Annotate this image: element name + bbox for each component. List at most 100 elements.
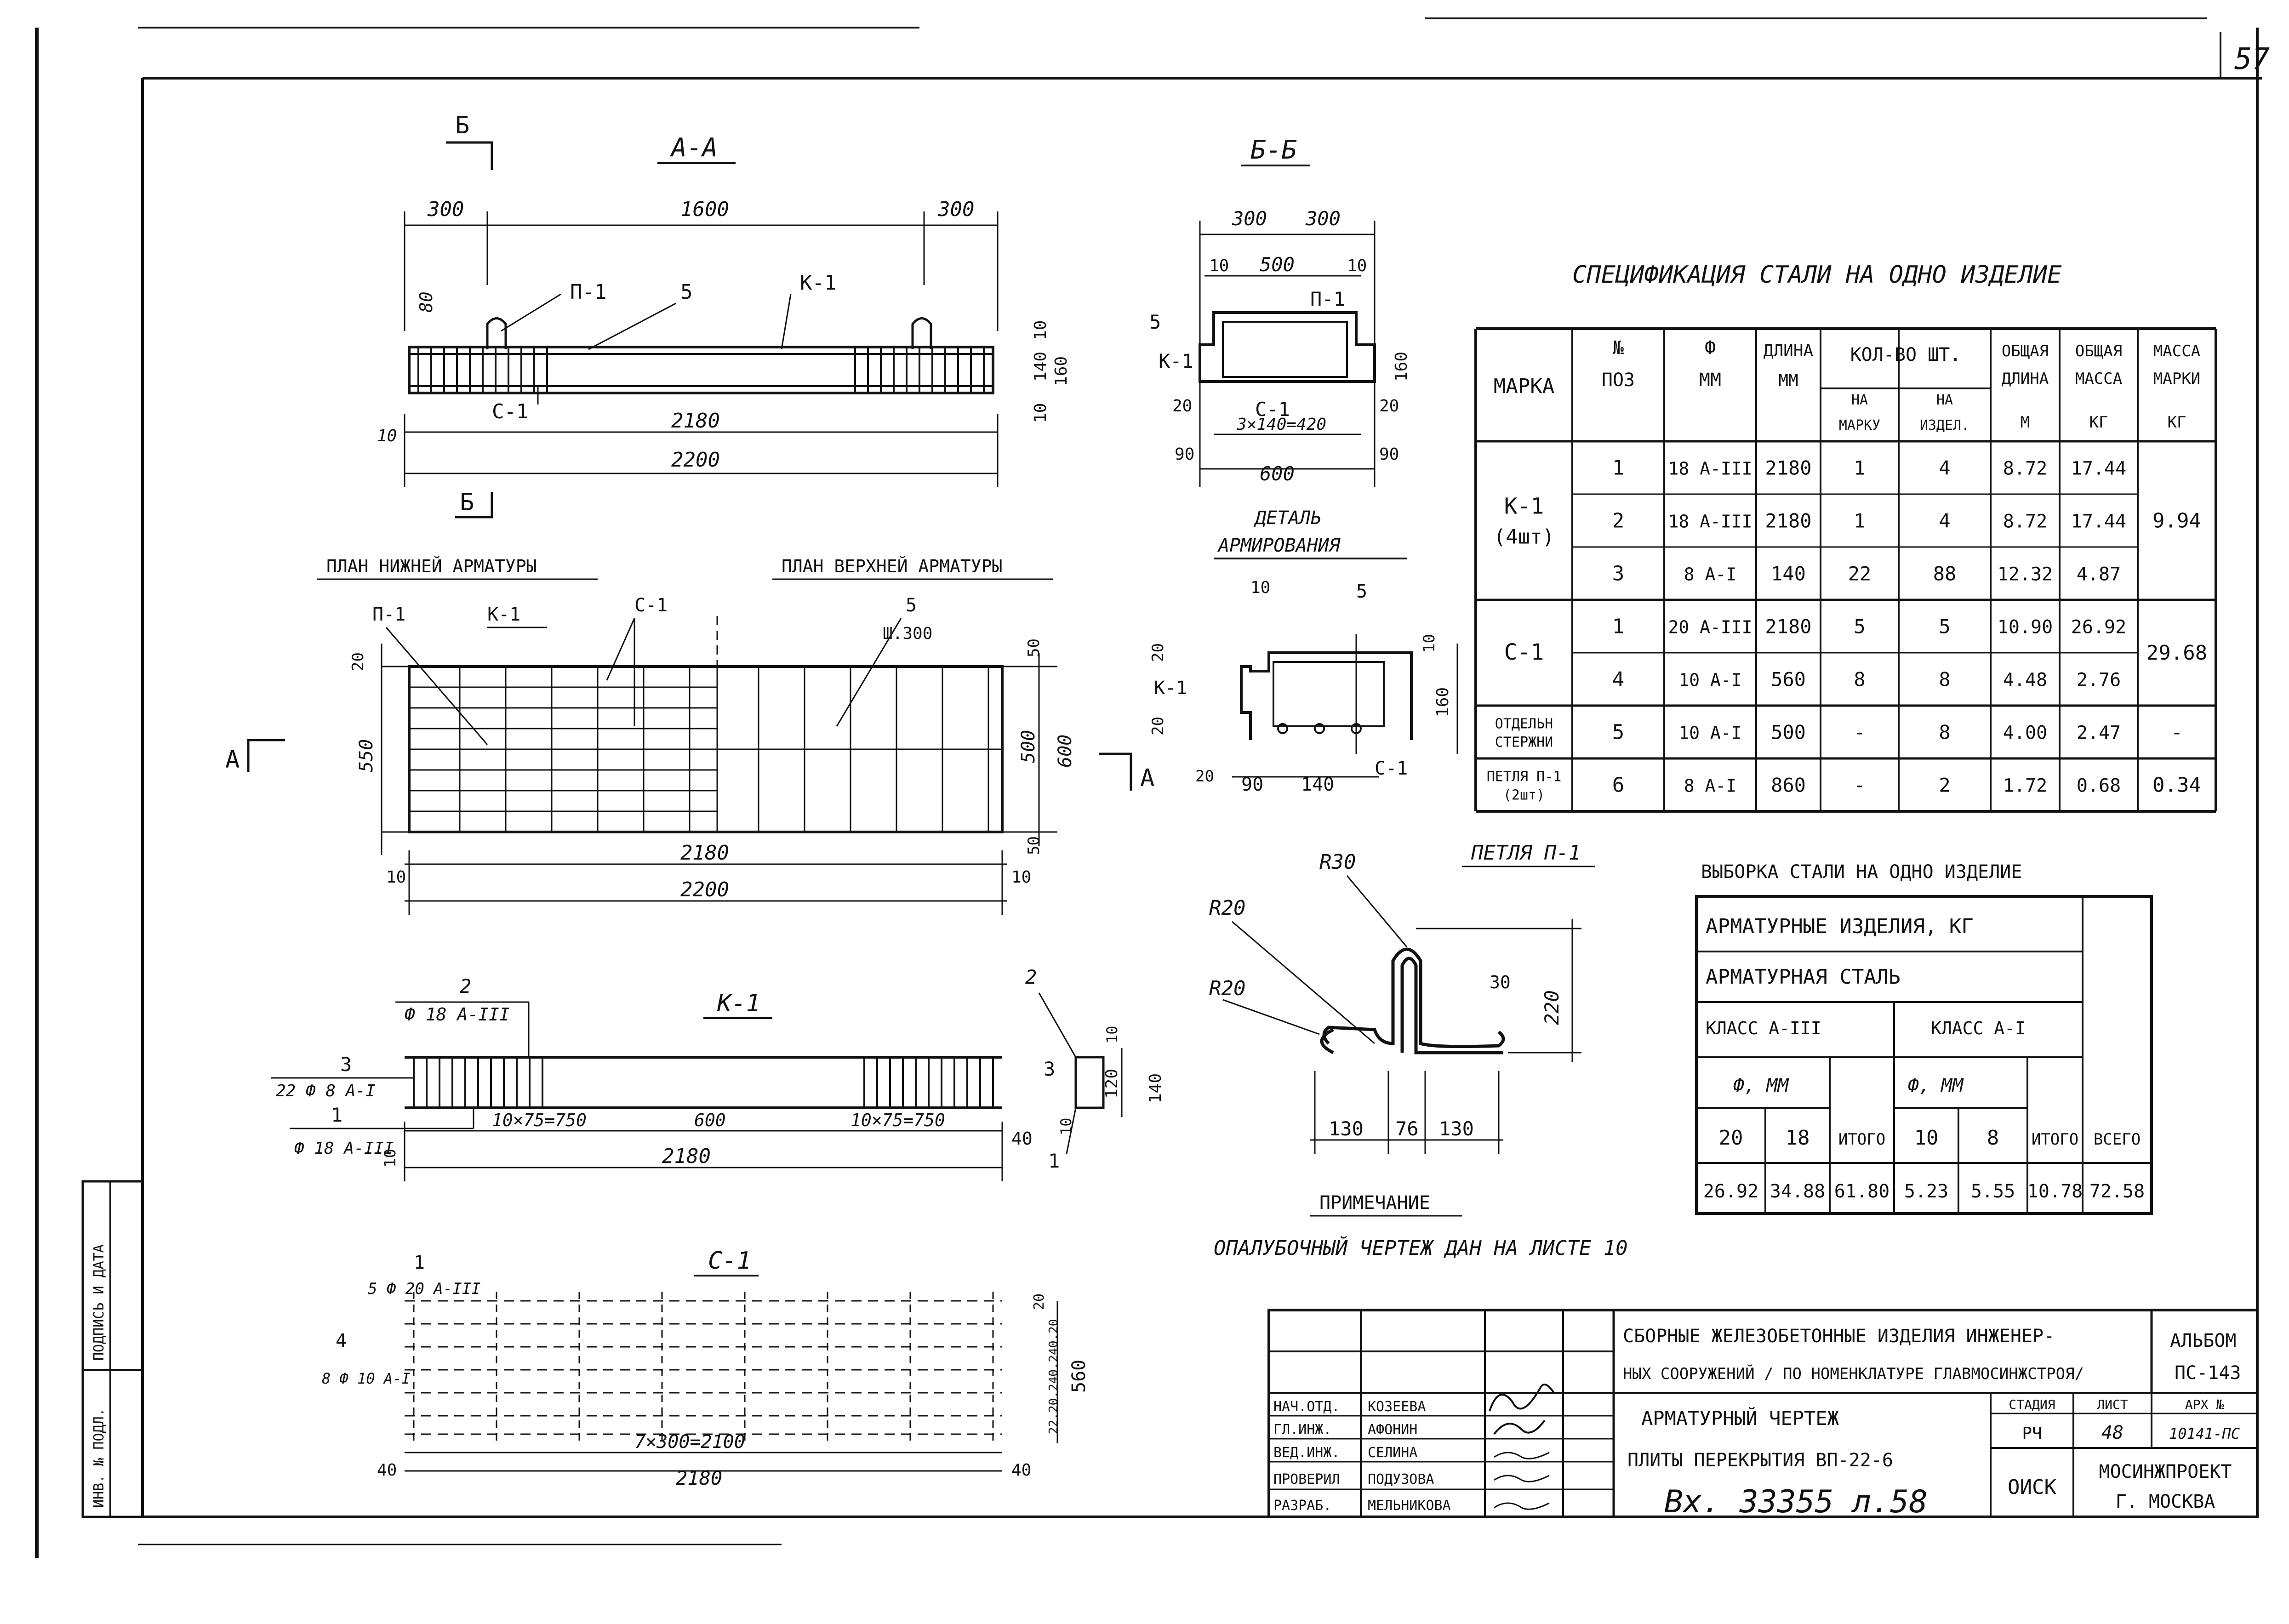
k1-pos2-label: Ф 18 А-III <box>405 1004 510 1025</box>
tb-role: ГЛ.ИНЖ. <box>1273 1422 1331 1438</box>
tb-arch-header: АРХ № <box>2185 1397 2224 1412</box>
k1-dim-140: 140 <box>1146 1073 1165 1103</box>
spec-h-per-mark: МАРКУ <box>1839 417 1880 433</box>
selection-h-10: 10 <box>1914 1126 1939 1150</box>
spec-cell-mark: ОТДЕЛЬН <box>1495 716 1553 732</box>
plan-dim-550: 550 <box>356 739 377 772</box>
selection-itogo-1: ИТОГО <box>1838 1130 1885 1149</box>
spec-cell-mass: 4.87 <box>2077 564 2121 585</box>
k1-side-pos1: 1 <box>1048 1150 1060 1172</box>
plan-label-step: Ш.300 <box>883 624 932 643</box>
tb-album-1: АЛЬБОМ <box>2170 1330 2237 1351</box>
selection-table <box>1695 895 2153 1215</box>
bb-dim-300-right: 300 <box>1305 207 1341 230</box>
spec-cell-total-length: 8.72 <box>2003 458 2047 479</box>
c1-dim-2180: 2180 <box>676 1467 722 1489</box>
detail-drawing <box>1232 634 1458 778</box>
spec-cell-pos: 3 <box>1612 562 1625 586</box>
spec-cell-mass: 2.76 <box>2077 670 2121 691</box>
tb-role: ПРОВЕРИЛ <box>1273 1471 1340 1487</box>
selection-v-10: 5.23 <box>1904 1181 1948 1202</box>
spec-h-total-length: ОБЩАЯ <box>2002 342 2049 360</box>
aa-label-p1: П-1 <box>570 280 606 304</box>
spec-cell-pos: 2 <box>1612 509 1625 533</box>
plan-dim-2180: 2180 <box>680 841 729 865</box>
spec-cell-per-item: 2 <box>1939 774 1950 797</box>
detail-dim-20b: 20 <box>1149 717 1167 735</box>
tb-stage-header: СТАДИЯ <box>2009 1397 2055 1412</box>
tb-role: ВЕД.ИНЖ. <box>1273 1445 1340 1461</box>
spec-cell-mark-mass: 0.34 <box>2152 774 2201 797</box>
selection-h-20: 20 <box>1719 1126 1743 1150</box>
note-title: ПРИМЕЧАНИЕ <box>1319 1192 1430 1214</box>
spec-cell-pos: 6 <box>1612 774 1625 797</box>
spec-cell-mark-mass: - <box>2171 721 2183 744</box>
plan-bottom-title: ПЛАН НИЖНЕЙ АРМАТУРЫ <box>326 556 537 576</box>
spec-cell-mark-mass: 29.68 <box>2146 641 2207 665</box>
signatures <box>1489 1384 1555 1510</box>
spec-h-total-length: М <box>2021 413 2030 432</box>
spec-h-pos: № <box>1613 337 1624 359</box>
spec-cell-length: 860 <box>1771 774 1806 797</box>
spec-cell-length: 2180 <box>1765 615 1811 638</box>
tb-drawing-2: ПЛИТЫ ПЕРЕКРЫТИЯ ВП-22-6 <box>1627 1450 1893 1471</box>
spec-cell-mass: 17.44 <box>2071 458 2126 479</box>
tb-role-name: АФОНИН <box>1368 1422 1417 1438</box>
spec-cell-total-length: 12.32 <box>1998 564 2053 585</box>
loop-dim-220: 220 <box>1541 990 1563 1025</box>
c1-drawing <box>405 1292 1058 1472</box>
selection-v-itogo1: 61.80 <box>1834 1181 1889 1202</box>
bb-dim-600: 600 <box>1260 462 1295 485</box>
c1-dim-2100: 7×300=2100 <box>634 1431 745 1453</box>
bb-label-5: 5 <box>1149 311 1161 333</box>
aa-dim-2200: 2200 <box>671 448 720 472</box>
aa-dim-300-left: 300 <box>427 198 464 221</box>
spec-h-length: ДЛИНА <box>1764 342 1814 360</box>
k1-stirrups <box>413 1057 994 1108</box>
spec-cell-mark: (2шт) <box>1503 787 1545 803</box>
spec-h-qty: КОЛ-ВО ШТ. <box>1850 344 1961 365</box>
spec-cell-mass: 17.44 <box>2071 511 2126 532</box>
bb-dim-20-left: 20 <box>1172 397 1192 416</box>
detail-label-k1: К-1 <box>1154 678 1187 699</box>
spec-h-diam: Ф <box>1705 337 1716 359</box>
spec-cell-pos: 1 <box>1612 456 1625 480</box>
spec-cell-total-length: 1.72 <box>2003 775 2047 797</box>
bb-dim-300-left: 300 <box>1232 207 1267 230</box>
k1-pos3-num: 3 <box>340 1053 352 1076</box>
c1-dim-20: 20 <box>1031 1294 1047 1310</box>
spec-h-length: ММ <box>1778 371 1798 390</box>
aa-dim-1600: 1600 <box>680 198 729 221</box>
bb-dim-20-right: 20 <box>1379 397 1399 416</box>
k1-dim-750-right: 10×75=750 <box>851 1110 945 1130</box>
bb-dim-10-left: 10 <box>1209 256 1229 275</box>
plan-drawing <box>381 616 1057 915</box>
k1-dim-2180: 2180 <box>662 1145 711 1168</box>
detail-title-1: ДЕТАЛЬ <box>1254 507 1322 529</box>
tb-stage: РЧ <box>2022 1424 2042 1443</box>
spec-cell-per-item: 88 <box>1933 563 1957 585</box>
spec-cell-per-item: 5 <box>1939 615 1950 638</box>
selection-v-itogo2: 10.78 <box>2027 1181 2083 1202</box>
c1-dim-560: 560 <box>1068 1360 1090 1393</box>
tb-album-2: ПС-143 <box>2175 1362 2241 1384</box>
spec-cell-per-item: 8 <box>1939 668 1950 691</box>
spec-h-diam: ММ <box>1699 370 1721 391</box>
spec-h-mark-mass: КГ <box>2168 413 2186 432</box>
side-stamp-sign: ПОДПИСЬ И ДАТА <box>91 1244 107 1361</box>
spec-h-mark-mass: МАССА <box>2153 342 2200 360</box>
plan-dim-50-bottom: 50 <box>1025 836 1043 855</box>
detail-dim-160: 160 <box>1433 687 1452 717</box>
spec-h-total-mass: МАССА <box>2075 370 2122 388</box>
spec-cell-per-mark: 1 <box>1854 510 1865 532</box>
detail-dim-10: 10 <box>1250 578 1270 597</box>
spec-cell-pos: 1 <box>1612 615 1625 638</box>
spec-cell-mass: 0.68 <box>2077 775 2121 797</box>
spec-h-mark-mass: МАРКИ <box>2153 370 2200 388</box>
title-block-roles: НАЧ.ОТД.КОЗЕЕВАГЛ.ИНЖ.АФОНИНВЕД.ИНЖ.СЕЛИ… <box>1273 1399 1451 1514</box>
plan-dim-20: 20 <box>349 652 367 671</box>
note-text: ОПАЛУБОЧНЫЙ ЧЕРТЕЖ ДАН НА ЛИСТЕ 10 <box>1214 1236 1628 1260</box>
spec-title: СПЕЦИФИКАЦИЯ СТАЛИ НА ОДНО ИЗДЕЛИЕ <box>1572 261 2062 289</box>
spec-cell-total-length: 4.00 <box>2003 723 2047 744</box>
